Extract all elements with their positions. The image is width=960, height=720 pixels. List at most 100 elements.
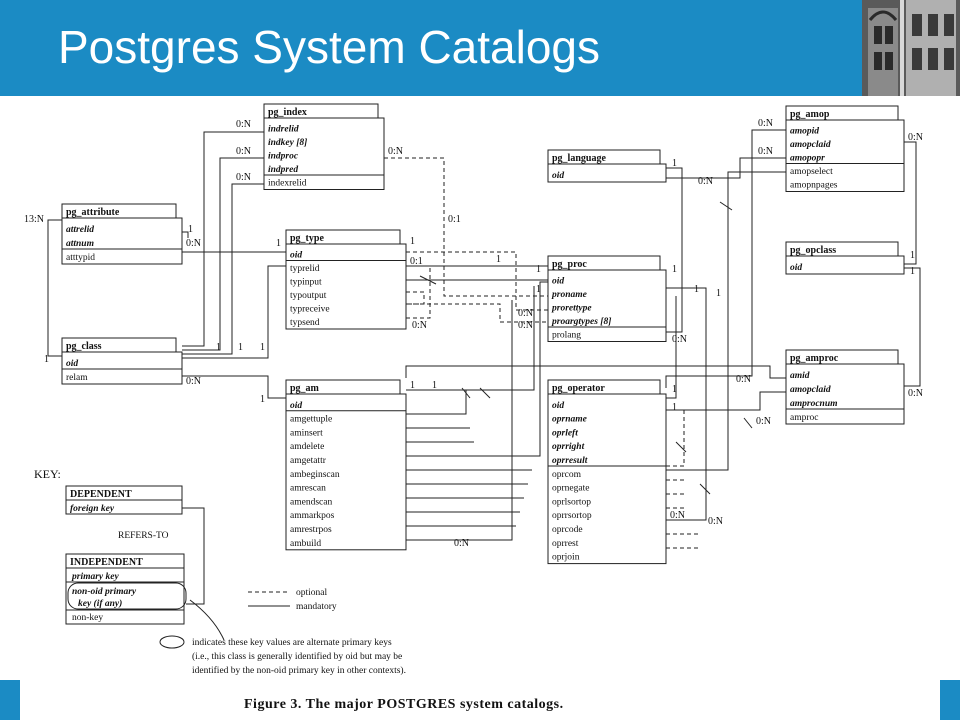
- table-field: amendscan: [290, 497, 332, 507]
- key-mandatory: mandatory: [296, 602, 337, 612]
- key-foreign-key: foreign key: [70, 504, 115, 514]
- key-note-line-1: indicates these key values are alternate…: [192, 638, 392, 648]
- card-label: 0:1: [410, 256, 423, 267]
- card-label: 1: [432, 380, 437, 391]
- table-field: oprcode: [552, 525, 583, 535]
- table-field: amopselect: [790, 167, 833, 177]
- building-photo: [862, 0, 960, 96]
- key-if-any: key (if any): [78, 598, 122, 609]
- table-title: pg_opclass: [790, 245, 836, 256]
- table-field: prorettype: [551, 304, 592, 314]
- table-field: oid: [552, 277, 564, 287]
- key-optional: optional: [296, 588, 327, 598]
- key-non-oid-primary: non-oid primary: [72, 587, 137, 597]
- table-pg-operator: pg_operatoroidoprnameoprleftoprrightoprr…: [547, 379, 667, 565]
- table-title: pg_amop: [790, 109, 830, 120]
- table-field: ambeginscan: [290, 470, 340, 480]
- table-field: amopopr: [790, 154, 825, 164]
- card-label: 1: [216, 342, 221, 353]
- card-label: 1: [694, 284, 699, 295]
- table-field: oid: [790, 263, 802, 273]
- table-field: amrescan: [290, 484, 326, 494]
- table-field: oprlsortop: [552, 497, 591, 507]
- card-label: 0:N: [756, 416, 771, 427]
- table-field: amid: [790, 371, 810, 381]
- card-label: 0:N: [698, 176, 713, 187]
- table-title: pg_class: [66, 341, 102, 352]
- table-field: amgettuple: [290, 415, 332, 425]
- table-title: pg_attribute: [66, 207, 120, 218]
- table-field: typinput: [290, 278, 322, 288]
- table-field: indrelid: [268, 125, 299, 135]
- slide-title: Postgres System Catalogs: [58, 21, 601, 73]
- table-field: ammarkpos: [290, 511, 335, 521]
- table-title: pg_amproc: [790, 353, 839, 364]
- table-title: pg_operator: [552, 383, 605, 394]
- table-field: amopclaid: [790, 385, 831, 395]
- table-field: amgetattr: [290, 456, 327, 466]
- card-label: 1: [910, 250, 915, 261]
- table-field: oprnegate: [552, 484, 589, 494]
- table-field: amopnpages: [790, 181, 838, 191]
- card-label: 1: [276, 238, 281, 249]
- table-field: typrelid: [290, 264, 320, 274]
- table-field: indpred: [268, 165, 298, 175]
- card-label: 1: [672, 402, 677, 413]
- card-label: 0:N: [186, 238, 201, 249]
- key-note-line-2: (i.e., this class is generally identifie…: [192, 651, 402, 662]
- table-field: amopclaid: [790, 140, 831, 150]
- card-label: 0:N: [518, 320, 533, 331]
- table-pg-type: pg_typeoidtyprelidtypinputtypoutputtypre…: [285, 229, 407, 330]
- table-field: typsend: [290, 318, 320, 328]
- table-field: oprname: [552, 415, 588, 425]
- card-label: 0:N: [670, 510, 685, 521]
- table-field: amrestrpos: [290, 525, 332, 535]
- card-label: 0:N: [758, 118, 773, 129]
- card-label: 1: [672, 264, 677, 275]
- card-label: 1: [910, 266, 915, 277]
- card-label: 0:N: [236, 119, 251, 130]
- card-label: 1: [672, 158, 677, 169]
- key-title: KEY:: [34, 467, 61, 481]
- table-field: indkey [8]: [268, 138, 307, 148]
- title-bar: [0, 0, 862, 96]
- card-label: 0:N: [758, 146, 773, 157]
- table-title: pg_language: [552, 153, 606, 164]
- table-title: pg_index: [268, 107, 307, 118]
- table-field: oprresult: [552, 456, 588, 466]
- card-label: 1: [260, 342, 265, 353]
- table-field: ambuild: [290, 539, 321, 549]
- card-label: 0:1: [448, 214, 461, 225]
- card-label: 1: [496, 254, 501, 265]
- card-label: 0:N: [908, 132, 923, 143]
- table-field: proargtypes [8]: [551, 317, 611, 327]
- key-refers-to: REFERS-TO: [118, 531, 169, 541]
- card-label: 0:N: [388, 146, 403, 157]
- table-field: oprrsortop: [552, 511, 592, 521]
- card-label: 1: [260, 394, 265, 405]
- card-label: 1: [410, 236, 415, 247]
- card-label: 1: [44, 354, 49, 365]
- key-primary-key: primary key: [71, 572, 119, 582]
- table-title: pg_am: [290, 383, 320, 394]
- table-field: amopid: [790, 127, 819, 137]
- right-accent-bar: [940, 680, 960, 720]
- table-field: aminsert: [290, 428, 323, 438]
- relationship-lines: [47, 129, 921, 549]
- diagram-key: KEY: DEPENDENT foreign key REFERS-TO IND…: [34, 467, 406, 676]
- key-independent-title: INDEPENDENT: [70, 557, 143, 568]
- table-field: typreceive: [290, 305, 330, 315]
- table-field: atttypid: [66, 253, 95, 263]
- table-field: amprocnum: [790, 399, 838, 409]
- tables-layer: pg_index indrelid indkey [8] indproc indpred…: [61, 103, 905, 565]
- table-field: indproc: [268, 152, 299, 162]
- key-dependent-title: DEPENDENT: [70, 489, 132, 500]
- key-note-line-3: identified by the non-oid primary key in…: [192, 665, 406, 676]
- card-label: 0:N: [454, 538, 469, 549]
